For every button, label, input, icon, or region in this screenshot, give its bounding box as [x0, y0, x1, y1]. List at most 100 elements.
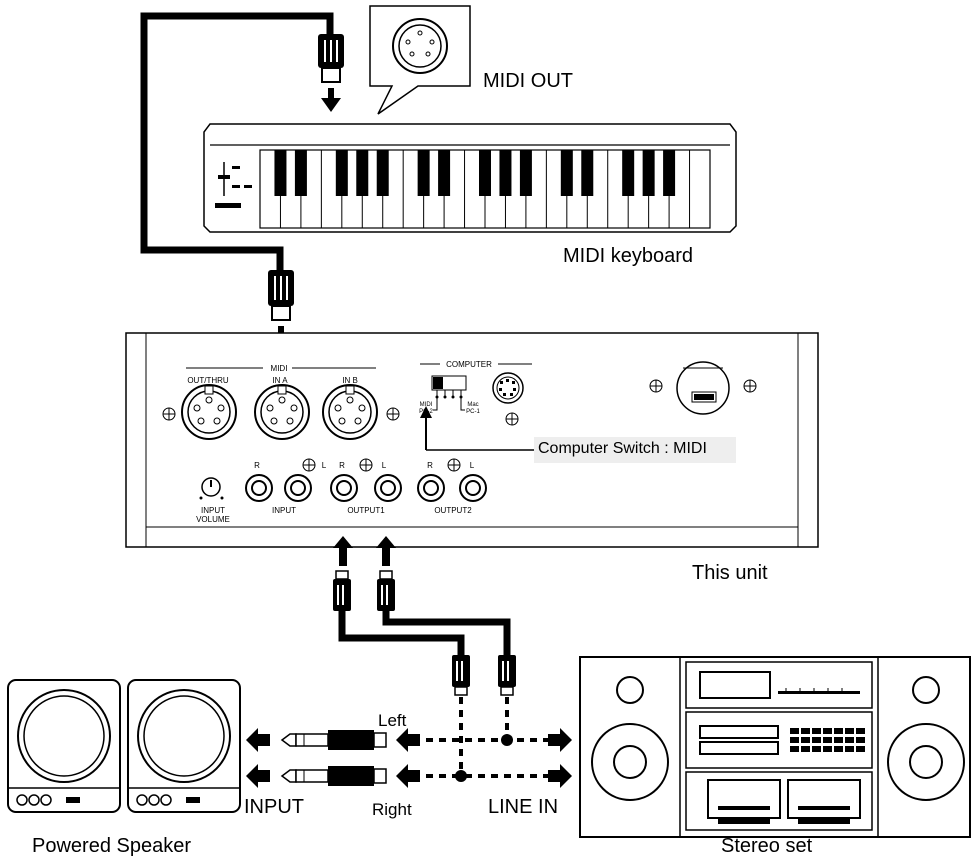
stereo-button — [801, 737, 810, 743]
phone-plug — [280, 766, 387, 786]
stereo-button — [834, 737, 843, 743]
screw — [743, 379, 757, 393]
rca-cable-right — [333, 570, 470, 696]
input-l-label: L — [321, 461, 327, 470]
arrow-to-speaker-bottom — [246, 764, 270, 788]
arrow-to-speaker-top — [246, 728, 270, 752]
stereo-button — [790, 728, 799, 734]
screw — [447, 458, 461, 472]
stereo-button — [812, 728, 821, 734]
black-key — [294, 150, 307, 196]
black-key — [581, 150, 594, 196]
midi-keyboard — [203, 123, 737, 233]
junction-right — [455, 770, 467, 782]
black-key — [622, 150, 635, 196]
black-key — [274, 150, 287, 196]
arrow-up-left-output — [376, 536, 396, 566]
black-key — [335, 150, 348, 196]
black-key — [417, 150, 430, 196]
stereo-button — [834, 746, 843, 752]
black-key — [376, 150, 389, 196]
output1-l-label: L — [381, 461, 387, 470]
screw — [505, 412, 519, 426]
stereo-button — [845, 728, 854, 734]
switch-midi-label: MIDI — [419, 402, 433, 408]
stereo-button — [801, 746, 810, 752]
midi-group-label: MIDI — [270, 364, 288, 373]
computer-switch-callout: Computer Switch : MIDI — [538, 440, 707, 457]
computer-jack — [492, 372, 524, 404]
black-key — [479, 150, 491, 196]
stereo-set — [579, 656, 971, 838]
input-volume-knob — [199, 477, 224, 500]
powered-speaker — [127, 679, 241, 813]
stereo-set-label: Stereo set — [721, 835, 813, 857]
stereo-button — [845, 737, 854, 743]
powered-speaker — [7, 679, 121, 813]
black-key — [519, 150, 532, 196]
output2-r-label: R — [427, 461, 433, 470]
output1-jacks-label: OUTPUT1 — [347, 506, 385, 515]
black-key — [499, 150, 512, 196]
arrow-to-stereo-right — [548, 764, 572, 788]
screw — [386, 407, 400, 421]
output1-r-label: R — [339, 461, 345, 470]
stereo-button — [812, 737, 821, 743]
computer-group-label: COMPUTER — [446, 360, 492, 369]
this-unit-label: This unit — [692, 562, 768, 584]
stereo-button — [801, 728, 810, 734]
arrow-up-right-output — [333, 536, 353, 566]
arrow-to-plug-right — [396, 764, 420, 788]
stereo-button — [790, 737, 799, 743]
junction-left — [501, 734, 513, 746]
stereo-button — [845, 746, 854, 752]
input-volume-label-2: VOLUME — [196, 515, 230, 524]
left-channel-label: Left — [378, 711, 407, 730]
midi-out-thru-jack — [181, 384, 237, 440]
output2-l-label: L — [469, 461, 475, 470]
arrow-to-plug-left — [396, 728, 420, 752]
powered-speaker-label: Powered Speaker — [32, 835, 191, 857]
stereo-button — [823, 746, 832, 752]
output2-jacks-label: OUTPUT2 — [434, 506, 472, 515]
rca-cable-left — [377, 570, 516, 696]
switch-mac-label: Mac — [467, 402, 479, 408]
in-b-label: IN B — [342, 376, 358, 385]
right-channel-label: Right — [372, 800, 412, 819]
midi-out-callout — [369, 5, 471, 115]
black-key — [438, 150, 451, 196]
screw — [302, 458, 316, 472]
signal-paths — [426, 697, 548, 778]
stereo-button — [856, 737, 865, 743]
speaker-input-label: INPUT — [244, 796, 304, 818]
phone-plug — [280, 730, 387, 750]
stereo-button — [856, 746, 865, 752]
stereo-button — [812, 746, 821, 752]
midi-in-a-jack — [254, 384, 310, 440]
stereo-button — [823, 728, 832, 734]
midi-in-b-jack — [322, 384, 378, 440]
input-volume-label-1: INPUT — [201, 506, 225, 515]
input-jacks-label: INPUT — [272, 506, 296, 515]
stereo-button — [823, 737, 832, 743]
stereo-button — [790, 746, 799, 752]
midi-keyboard-label: MIDI keyboard — [563, 245, 694, 267]
stereo-button — [856, 728, 865, 734]
screw — [162, 407, 176, 421]
midi-cable — [140, 12, 334, 275]
switch-pc2-label: PC-2 — [419, 409, 433, 415]
screw — [359, 458, 373, 472]
black-key — [663, 150, 676, 196]
in-a-label: IN A — [272, 376, 288, 385]
unit-rear-panel — [125, 332, 819, 548]
arrow-to-stereo-left — [548, 728, 572, 752]
screw — [649, 379, 663, 393]
black-key — [356, 150, 369, 196]
black-key — [642, 150, 655, 196]
switch-pc1-label: PC-1 — [466, 409, 480, 415]
stereo-button — [834, 728, 843, 734]
black-key — [560, 150, 573, 196]
midi-out-label: MIDI OUT — [483, 70, 573, 92]
